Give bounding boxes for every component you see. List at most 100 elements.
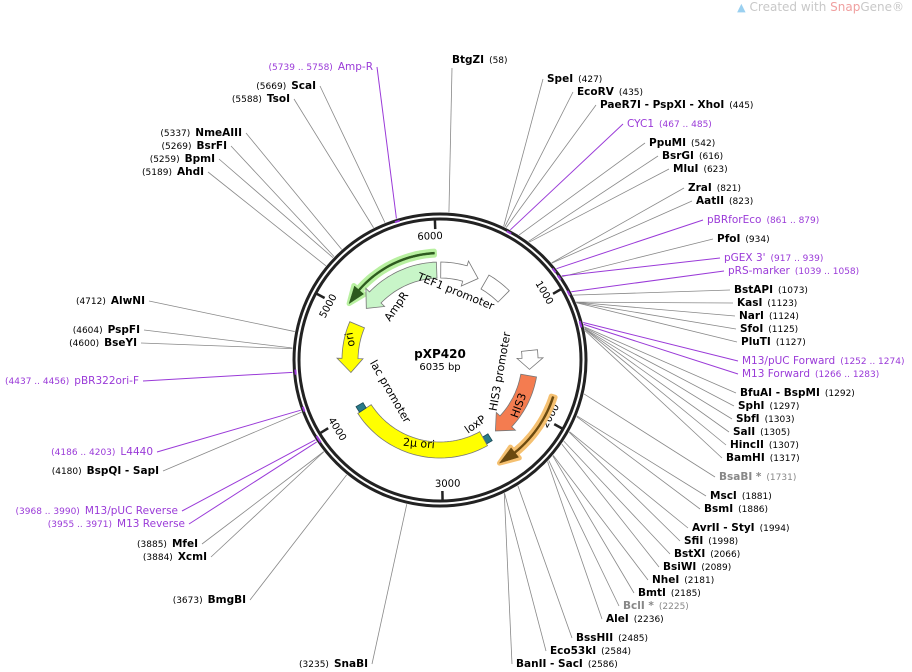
enzyme-site-label[interactable]: (5669)ScaI [251,80,316,93]
enzyme-site-label[interactable]: PluTI(1127) [741,336,811,349]
enzyme-site-label[interactable]: MluI(623) [673,163,733,176]
enzyme-site-label[interactable]: KasI(1123) [737,297,802,310]
site-position: (934) [745,235,770,245]
enzyme-site-label[interactable]: MscI(1881) [710,490,777,503]
enzyme-site-label[interactable]: NarI(1124) [739,310,804,323]
primer-label[interactable]: pGEX 3'(917 .. 939) [724,252,828,265]
enzyme-site-label[interactable]: BfuAI - BspMI(1292) [740,387,860,400]
enzyme-site-label[interactable]: (3885)MfeI [132,538,198,551]
enzyme-site-label[interactable]: BclI *(2225) [623,600,694,613]
site-position: (917 .. 939) [770,254,824,264]
enzyme-site-label[interactable]: HincII(1307) [730,439,804,452]
site-name: SnaBI [333,658,368,670]
site-leader-line [505,104,597,228]
feature-label-ori: ori [342,331,358,348]
enzyme-site-label[interactable]: Eco53kI(2584) [550,645,636,658]
enzyme-site-label[interactable]: BstAPI(1073) [734,284,813,297]
site-leader-line [584,330,723,459]
enzyme-site-label[interactable]: PpuMI(542) [649,137,720,150]
enzyme-site-label[interactable]: BamHI(1317) [726,452,805,465]
site-position: (1252 .. 1274) [840,357,905,367]
site-name: BfuAI - BspMI [740,387,820,399]
enzyme-site-label[interactable]: BmtI(2185) [638,587,706,600]
enzyme-site-label[interactable]: (5189)AhdI [137,166,204,179]
primer-label[interactable]: pRS-marker(1039 .. 1058) [728,265,864,278]
primer-label[interactable]: M13/pUC Forward(1252 .. 1274) [742,355,909,368]
enzyme-site-label[interactable]: SphI(1297) [738,400,804,413]
enzyme-site-label[interactable]: BstXI(2066) [674,548,745,561]
primer-label[interactable]: (3968 .. 3990)M13/pUC Reverse [11,505,178,518]
feature-label-2mu-ori: 2μ ori [402,435,436,452]
primer-label[interactable]: (4437 .. 4456)pBR322ori-F [0,375,139,388]
enzyme-site-label[interactable]: BtgZI(58) [452,54,513,67]
enzyme-site-label[interactable]: BssHII(2485) [576,632,653,645]
tick-label: 1000 [533,279,555,307]
enzyme-site-label[interactable]: SpeI(427) [547,73,607,86]
site-name: MfeI [171,538,198,550]
enzyme-site-label[interactable]: (4600)BseYI [64,337,137,350]
primer-leader-line [561,257,721,277]
enzyme-site-label[interactable]: AleI(2236) [606,613,669,626]
site-position: (5337) [160,129,191,139]
enzyme-site-label[interactable]: (5269)BsrFI [157,140,227,153]
enzyme-site-label[interactable]: BsrGI(616) [662,150,728,163]
enzyme-site-label[interactable]: ZraI(821) [688,182,746,195]
enzyme-site-label[interactable]: SalI(1305) [733,426,795,439]
site-name: NheI [652,574,680,586]
feature-his3 [494,373,537,432]
primer-mark [551,267,557,274]
site-position: (1125) [768,325,799,335]
site-position: (5259) [149,155,180,165]
tick-label: 3000 [435,479,461,490]
site-position: (3673) [172,596,203,606]
enzyme-site-label[interactable]: (5588)TsoI [227,93,290,106]
enzyme-site-label[interactable]: (4712)AlwNI [71,295,145,308]
site-position: (58) [489,56,508,66]
site-position: (467 .. 485) [659,120,712,130]
site-leader-line [528,155,659,242]
site-name: BanII - SacI [516,658,583,670]
enzyme-site-label[interactable]: SbfI(1303) [736,413,800,426]
primer-label[interactable]: CYC1(467 .. 485) [627,118,717,131]
primer-mark [557,274,562,281]
enzyme-site-label[interactable]: BsmI(1886) [704,503,773,516]
primer-label[interactable]: pBRforEco(861 .. 879) [707,214,824,227]
primer-label[interactable]: (3955 .. 3971)M13 Reverse [43,518,185,531]
primer-label[interactable]: (5739 .. 5758)Amp-R [264,61,373,74]
enzyme-site-label[interactable]: BanII - SacI(2586) [516,658,623,671]
site-name: BamHI [726,452,765,464]
site-position: (3968 .. 3990) [15,507,80,517]
tick-label: 4000 [325,416,348,443]
enzyme-site-label[interactable]: PaeR7I - PspXI - XhoI(445) [600,99,758,112]
enzyme-site-label[interactable]: PfoI(934) [717,233,775,246]
enzyme-site-label[interactable]: (3235)SnaBI [294,658,368,671]
enzyme-site-label[interactable]: (3673)BmgBI [168,594,246,607]
enzyme-site-label[interactable]: (3884)XcmI [138,551,207,564]
enzyme-site-label[interactable]: NheI(2181) [652,574,719,587]
snapgene-branding: ▲Created with SnapGene® [737,0,904,14]
enzyme-site-label[interactable]: BsaBI *(1731) [719,471,801,484]
enzyme-site-label[interactable]: AvrII - StyI(1994) [692,522,795,535]
site-position: (1881) [741,492,772,502]
site-name: pRS-marker [728,265,790,277]
primer-label[interactable]: (4186 .. 4203)L4440 [46,446,153,459]
enzyme-site-label[interactable]: (5259)BpmI [145,153,215,166]
site-leader-line [552,455,635,594]
enzyme-site-label[interactable]: BsiWI(2089) [663,561,736,574]
primer-label[interactable]: M13 Forward(1266 .. 1283) [742,368,884,381]
site-position: (1297) [769,402,800,412]
enzyme-site-label[interactable]: (4180)BspQI - SapI [47,465,159,478]
site-position: (3884) [142,553,173,563]
tick-mark [316,292,326,300]
enzyme-site-label[interactable]: (5337)NmeAIII [155,127,242,140]
site-leader-line [503,493,513,665]
enzyme-site-label[interactable]: AatII(823) [696,195,758,208]
site-leader-line [563,440,671,555]
site-position: (1266 .. 1283) [814,370,880,380]
enzyme-site-label[interactable]: SfiI(1998) [684,535,743,548]
enzyme-site-label[interactable]: SfoI(1125) [740,323,803,336]
site-position: (616) [698,152,724,162]
enzyme-site-label[interactable]: EcoRV(435) [577,86,648,99]
site-name: BstXI [674,548,706,560]
enzyme-site-label[interactable]: (4604)PspFI [68,324,140,337]
